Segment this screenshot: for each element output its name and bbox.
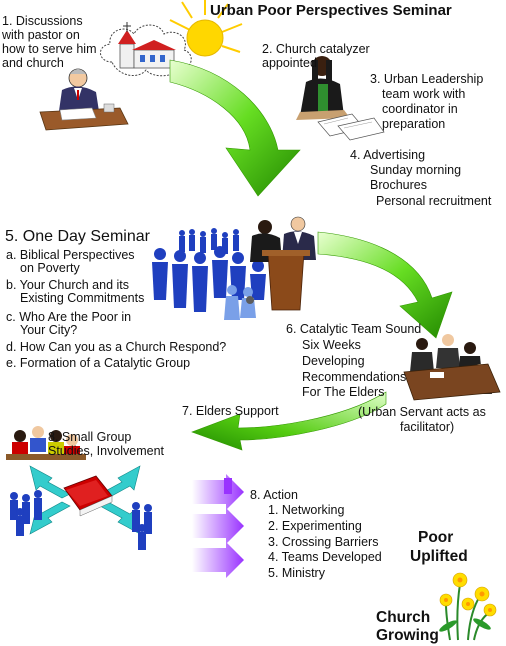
flow-arrow-1 [169,59,301,197]
people-left-icon [10,490,42,536]
step-3-line-4: preparation [382,117,446,131]
step-6-line-3: Developing [302,354,365,368]
step-6-note-line-2: facilitator) [400,420,455,434]
step-5-item-a: a. Biblical Perspectives [6,248,135,262]
action-item-2: 2. Experimenting [268,519,362,533]
converging-arrows-icon [29,465,141,535]
step-5-item-c-cont: Your City? [20,323,78,337]
flowers-icon [439,572,497,641]
step-4-line-1: 4. Advertising [350,148,426,162]
page-title: Urban Poor Perspectives Seminar [210,2,452,19]
outcome-church-line-1: Church [376,609,431,626]
sun-icon [169,0,243,57]
step-5-item-b-cont: Existing Commitments [20,291,145,305]
action-item-5: 5. Ministry [268,566,325,580]
step-8a-line-2: Studies, Involvement [48,444,165,458]
step-6-line-2: Six Weeks [302,338,361,352]
step-1-line-1: 1. Discussions [2,14,83,28]
step-6-line-4: Recommendations [302,370,407,384]
outcome-poor-line-2: Uplifted [410,548,468,565]
step-4-line-3: Brochures [370,178,427,192]
action-item-3: 3. Crossing Barriers [268,535,379,549]
step-3-line-3: coordinator in [382,102,458,116]
step-1-line-4: and church [2,56,64,70]
step-4-line-2: Sunday morning [370,163,462,177]
small-group-icon [6,426,86,460]
outcome-church-line-2: Growing [376,627,439,644]
step-5-item-d: d. How Can you as a Church Respond? [6,340,227,354]
step-4-line-4: Personal recruitment [376,194,492,208]
step-5-title: 5. One Day Seminar [5,228,150,245]
meeting-table-icon [403,334,501,401]
outcome-poor-line-1: Poor [418,529,454,546]
step-8b-title: 8. Action [250,488,298,502]
step-8a-line-1: 8. Small Group [48,430,132,444]
step-5-item-b: b. Your Church and its [6,278,129,292]
papers-icon [317,113,385,141]
step-5-item-a-cont: on Poverty [20,261,80,275]
step-6-line-5: For The Elders [302,385,385,399]
action-arrows-icon [192,474,244,578]
podium-speakers-icon [250,216,316,311]
pastor-desk-icon [39,68,129,131]
people-right-icon [132,502,152,550]
step-5-item-e: e. Formation of a Catalytic Group [6,356,191,370]
step-7-label: 7. Elders Support [182,404,279,418]
step-1-line-2: with pastor on [2,28,80,42]
flow-arrow-3 [191,391,387,451]
step-2-line-2: appointed [262,56,317,70]
action-item-1: 1. Networking [268,503,345,517]
step-6-note-line-1: (Urban Servant acts as [358,405,486,419]
action-item-4: 4. Teams Developed [268,550,382,564]
step-2-line-1: 2. Church catalyzer [262,42,370,56]
crowd-icon [152,228,266,320]
step-3-line-2: team work with [382,87,466,101]
step-5-item-c: c. Who Are the Poor in [6,310,132,324]
flow-arrow-2 [317,231,453,339]
step-3-line-1: 3. Urban Leadership [370,72,484,86]
step-6-line-1: 6. Catalytic Team Sound [286,322,422,336]
step-1-line-3: how to serve him [2,42,97,56]
church-cloud-icon [100,22,192,77]
